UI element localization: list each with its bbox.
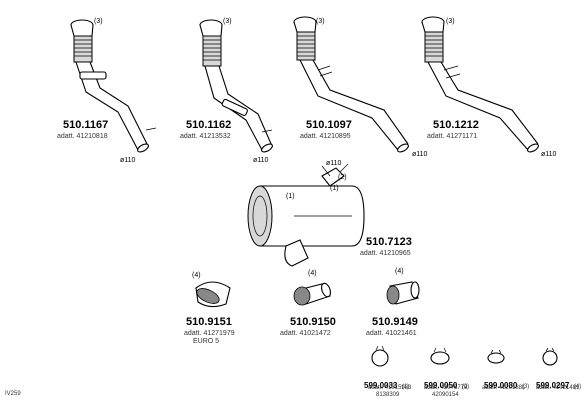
clamp-599-0050-drawing <box>430 347 450 365</box>
dim-pipe-4: ø110 <box>541 151 557 158</box>
part-number: 510.1162 <box>186 119 232 131</box>
pipe-510-9151 <box>195 281 231 308</box>
part-number: 510.1167 <box>63 119 109 131</box>
part-adapter: adatt. 41021472 <box>280 330 331 337</box>
part-number: 510.1212 <box>433 119 479 131</box>
clamp-label: 599.0297 (4) <box>536 376 581 392</box>
callout-pipe-6: (4) <box>308 270 317 277</box>
clamp-number: 599.0033 <box>364 381 398 390</box>
pipe-510-1097 <box>293 16 409 153</box>
part-adapter: adatt. 41021461 <box>366 330 417 337</box>
callout-pipe-2: (3) <box>223 18 232 25</box>
clamp-extra: 8138309 <box>376 392 400 398</box>
clamp-label: 599.0033 (1) <box>364 376 409 392</box>
clamp-599-0297-drawing <box>542 347 558 366</box>
clamp-qty: (2) <box>461 384 470 390</box>
pipe-510-1212 <box>421 16 539 153</box>
callout-muffler-1a: (1) <box>330 185 339 192</box>
part-note: EURO 5 <box>193 338 220 345</box>
clamp-label: 599.0050 (2) <box>424 376 469 392</box>
callout-muffler-2: (2) <box>338 174 347 181</box>
clamp-adapter: adatt. 42075779 <box>424 385 468 391</box>
callout-muffler-1b: (1) <box>286 193 295 200</box>
muffler-510-7123 <box>247 163 365 267</box>
pipe-510-9150 <box>293 282 332 306</box>
part-adapter: adatt. 41271171 <box>427 133 478 140</box>
part-number: 510.9149 <box>372 316 418 328</box>
clamp-599-0033-drawing <box>371 345 389 367</box>
callout-pipe-5: (4) <box>192 272 201 279</box>
pipe-510-9149 <box>386 281 420 305</box>
part-adapter: adatt. 41210965 <box>360 250 411 257</box>
dim-pipe-1: ø110 <box>120 157 136 164</box>
clamp-adapter: adatt. 41015983 <box>368 385 412 391</box>
clamp-label: 599.0080 (3) <box>484 376 529 392</box>
clamp-number: 599.0297 <box>536 381 570 390</box>
callout-pipe-1: (3) <box>94 18 103 25</box>
part-number: 510.9150 <box>290 316 336 328</box>
clamp-number: 599.0050 <box>424 381 458 390</box>
dim-pipe-3: ø110 <box>412 151 428 158</box>
part-adapter: adatt. 41210895 <box>300 133 351 140</box>
dim-muffler: ø110 <box>326 160 342 167</box>
callout-pipe-3: (3) <box>316 18 325 25</box>
callout-pipe-7: (4) <box>395 268 404 275</box>
diagram-code: IV259 <box>5 391 21 397</box>
pipe-510-1162 <box>199 19 273 153</box>
part-number: 510.1097 <box>306 119 352 131</box>
clamp-qty: (3) <box>521 384 530 390</box>
clamp-adapter: adatt. 41201881 <box>482 385 526 391</box>
part-number: 510.9151 <box>186 316 232 328</box>
part-adapter: adatt. 41271979 <box>184 330 235 337</box>
callout-pipe-4: (3) <box>446 18 455 25</box>
clamp-qty: (1) <box>401 384 410 390</box>
part-adapter: adatt. 41213532 <box>180 133 231 140</box>
clamp-number: 599.0080 <box>484 381 518 390</box>
pipe-510-1167 <box>70 19 157 153</box>
part-number: 510.7123 <box>366 236 412 248</box>
clamp-qty: (4) <box>573 384 582 390</box>
clamp-599-0080-drawing <box>487 349 505 364</box>
dim-pipe-2: ø110 <box>253 157 269 164</box>
clamp-adapter: adatt. 41021481 <box>536 385 580 391</box>
part-adapter: adatt. 41210818 <box>57 133 108 140</box>
clamp-extra: 42090154 <box>432 392 459 398</box>
